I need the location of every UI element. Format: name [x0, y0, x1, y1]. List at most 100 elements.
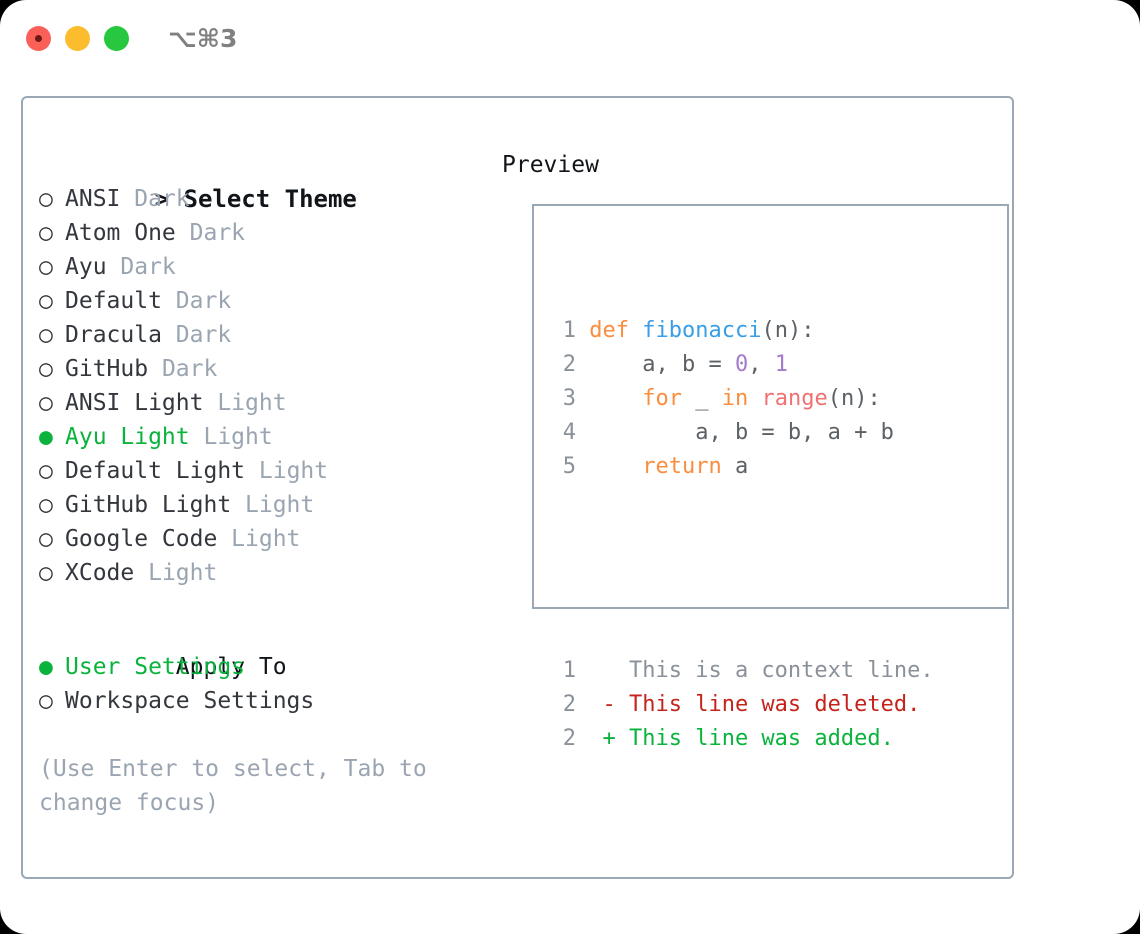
apply-to-item[interactable]: ○Workspace Settings: [39, 684, 479, 718]
preview-panel: Preview 1 def fibonacci(n):2 a, b = 0, 1…: [502, 148, 1009, 751]
apply-to-header: Apply To: [39, 616, 479, 680]
theme-list-item[interactable]: ○GitHub Light Light: [39, 488, 479, 522]
code-token: [589, 454, 642, 479]
code-token: for: [642, 386, 682, 411]
theme-list-item[interactable]: ○Default Dark: [39, 284, 479, 318]
theme-item-label: ANSI: [65, 186, 135, 212]
diff-lines: 1 This is a context line.2 - This line w…: [552, 654, 934, 756]
code-token: [748, 386, 761, 411]
preview-title: Preview: [502, 152, 599, 178]
apply-to-item[interactable]: ●User Settings: [39, 650, 479, 684]
theme-item-label: XCode: [65, 560, 149, 586]
apply-to-list[interactable]: ●User Settings○Workspace Settings: [39, 650, 479, 718]
window-controls: [26, 26, 129, 51]
theme-item-variant: Dark: [120, 254, 176, 280]
theme-item-variant: Light: [231, 526, 301, 552]
radio-unselected-icon: ○: [39, 254, 53, 280]
select-theme-header-text: > Select Theme: [154, 185, 357, 213]
line-number: 3: [562, 386, 576, 411]
radio-unselected-icon: ○: [39, 220, 53, 246]
theme-list-item[interactable]: ○XCode Light: [39, 556, 479, 590]
line-number: 1: [562, 318, 576, 343]
theme-item-label: Dracula: [65, 322, 176, 348]
diff-line-text: - This line was deleted.: [576, 692, 921, 717]
theme-item-variant: Dark: [189, 220, 246, 246]
theme-list-item[interactable]: ○ Dracula Dark: [39, 318, 479, 352]
gutter-space: [576, 352, 589, 377]
radio-unselected-icon: ○: [39, 356, 53, 382]
apply-to-item-label: User Settings: [65, 654, 246, 680]
theme-list-item[interactable]: ○Default Light Light: [39, 454, 479, 488]
theme-item-label: GitHub: [65, 356, 162, 382]
diff-line-text: + This line was added.: [576, 726, 894, 751]
code-line: 4 a, b = b, a + b: [552, 416, 934, 450]
theme-list-item[interactable]: ○GitHub Dark: [39, 352, 479, 386]
radio-unselected-icon: ○: [39, 390, 53, 416]
theme-item-variant: Dark: [175, 288, 232, 314]
theme-item-label: Atom One: [65, 220, 190, 246]
theme-item-variant: Dark: [134, 186, 190, 212]
theme-list-item[interactable]: ● Ayu Light Light: [39, 420, 479, 454]
apply-to-item-label: Workspace Settings: [65, 688, 315, 714]
theme-list-item[interactable]: ○ ANSI Dark: [39, 182, 479, 216]
theme-item-variant: Light: [258, 458, 329, 484]
radio-selected-icon: ●: [39, 424, 53, 450]
diff-line-text: This is a context line.: [576, 658, 934, 683]
theme-item-variant: Light: [245, 492, 315, 518]
theme-item-label: Ayu Light: [65, 424, 204, 450]
radio-unselected-icon: ○: [39, 186, 53, 212]
code-token: fibonacci: [642, 318, 762, 343]
theme-list-item[interactable]: ○ANSI Light Light: [39, 386, 479, 420]
theme-list-item[interactable]: ○ Ayu Dark: [39, 250, 479, 284]
code-token: a, b =: [589, 352, 735, 377]
diff-line: 2 - This line was deleted.: [552, 688, 934, 722]
line-number: 1: [562, 658, 576, 683]
code-token: in: [721, 386, 749, 411]
maximize-button[interactable]: [104, 26, 129, 51]
apply-to-header-text: Apply To: [175, 654, 287, 680]
code-token: _: [681, 386, 722, 411]
theme-item-label: GitHub Light: [65, 492, 246, 518]
code-token: a: [721, 454, 749, 479]
theme-item-variant: Light: [203, 424, 273, 450]
code-line: 5 return a: [552, 450, 934, 484]
gutter-space: [576, 386, 589, 411]
hint-spacer: [39, 718, 479, 752]
hint-line-2: change focus): [39, 790, 220, 816]
code-token: 0: [734, 352, 749, 377]
code-line: 1 def fibonacci(n):: [552, 314, 934, 348]
theme-item-variant: Light: [148, 560, 218, 586]
radio-unselected-icon: ○: [39, 322, 53, 348]
radio-unselected-icon: ○: [39, 288, 53, 314]
theme-item-label: ANSI Light: [65, 390, 218, 416]
theme-list[interactable]: ○ANSI Dark○Atom One Dark○Ayu Dark○Defaul…: [39, 182, 479, 590]
line-number: 5: [562, 454, 576, 479]
close-button[interactable]: [26, 26, 51, 51]
radio-unselected-icon: ○: [39, 458, 53, 484]
diff-line: 2 + This line was added.: [552, 722, 934, 756]
theme-item-variant: Dark: [175, 322, 232, 348]
code-token: a, b = b, a + b: [589, 420, 894, 445]
panel-spacer: [39, 590, 479, 616]
diff-line: 1 This is a context line.: [552, 654, 934, 688]
code-token: [589, 386, 642, 411]
code-token: (n):: [827, 386, 881, 411]
theme-item-label: Ayu: [65, 254, 121, 280]
code-token: (n):: [761, 318, 815, 343]
theme-list-item[interactable]: ○ Google Code Light: [39, 522, 479, 556]
radio-unselected-icon: ○: [39, 526, 53, 552]
theme-item-label: Google Code: [65, 526, 232, 552]
code-token: 1: [774, 352, 788, 377]
theme-list-item[interactable]: ○ Atom One Dark: [39, 216, 479, 250]
theme-selector-panel: > Select Theme ○ANSI Dark○Atom One Dark○…: [39, 148, 479, 820]
code-token: range: [761, 386, 828, 411]
code-line: 2 a, b = 0, 1: [552, 348, 934, 382]
line-number: 4: [562, 420, 576, 445]
line-number: 2: [562, 726, 576, 751]
gutter-space: [576, 420, 589, 445]
minimize-button[interactable]: [65, 26, 90, 51]
